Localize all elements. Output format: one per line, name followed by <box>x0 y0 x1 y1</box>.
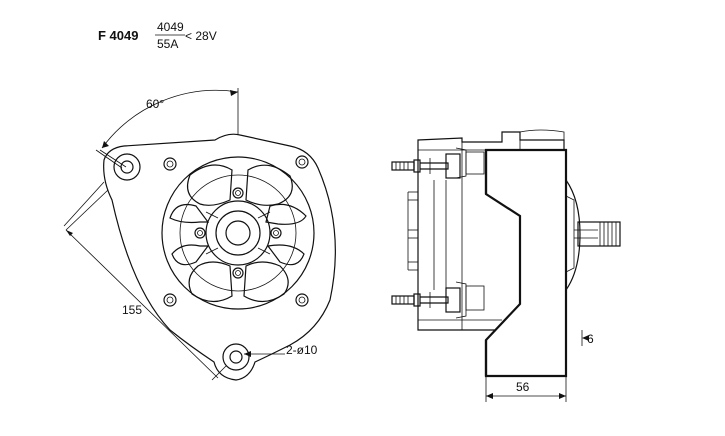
hub-ring <box>205 200 271 266</box>
fraction-numerator: 4049 <box>157 20 184 34</box>
side-ribs <box>407 180 447 290</box>
length-label: 155 <box>122 303 142 317</box>
mount-hole-top-inner <box>120 160 134 174</box>
mount-hole-bottom <box>222 343 250 371</box>
offset-label: 6 <box>587 332 594 346</box>
hub-screws <box>194 187 282 279</box>
length-dimension <box>63 149 227 381</box>
terminal-bottom <box>391 281 485 319</box>
fan-blades <box>169 164 307 303</box>
angle-dimension <box>95 88 239 169</box>
hub-spokes <box>205 211 271 255</box>
width-dimension <box>485 376 567 402</box>
front-view <box>103 133 336 381</box>
offset-dimension <box>581 330 589 346</box>
bolt-holes <box>163 155 309 307</box>
shaft-bore <box>225 220 251 246</box>
front-bracket <box>484 148 568 378</box>
fraction-denominator: 55A <box>157 37 178 51</box>
angle-label: 60° <box>146 97 164 111</box>
hub-outer-ring <box>179 174 297 292</box>
hub-inner-ring <box>215 210 261 256</box>
front-fan-pulley <box>565 179 621 291</box>
holes-label: 2-ø10 <box>286 343 318 357</box>
hole-leader <box>244 351 285 357</box>
voltage-label: < 28V <box>185 29 217 43</box>
width-label: 56 <box>516 380 530 394</box>
shaft <box>577 221 621 247</box>
terminal-top <box>391 147 485 179</box>
fan-ring <box>161 156 315 310</box>
side-view <box>391 129 621 378</box>
mount-hole-bottom-inner <box>229 350 243 364</box>
mount-hole-top <box>113 153 141 181</box>
model-code: F 4049 <box>98 28 138 43</box>
